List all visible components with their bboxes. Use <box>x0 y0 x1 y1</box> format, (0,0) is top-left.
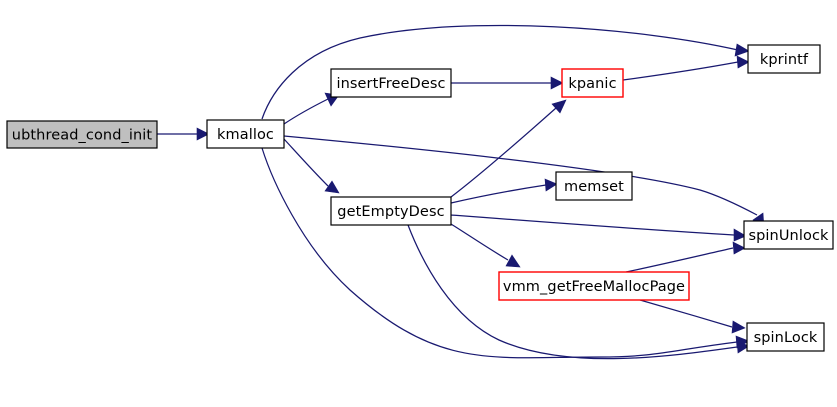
edge-line <box>450 184 547 204</box>
node-box[interactable] <box>747 44 821 74</box>
node-box[interactable] <box>6 120 158 149</box>
arrowhead-icon <box>551 99 567 114</box>
node-label: ubthread_cond_init <box>12 128 153 144</box>
edge-getEmptyDesc-to-spinUnlock <box>450 214 747 242</box>
arrowhead-icon <box>505 254 521 268</box>
edge-insertFreeDesc-to-kpanic <box>451 76 564 90</box>
graph-node-vmm_getFreeMallocPage[interactable]: vmm_getFreeMallocPage <box>498 271 690 301</box>
arrowhead-icon <box>731 320 746 334</box>
graph-node-spinLock[interactable]: spinLock <box>746 322 825 352</box>
edge-getEmptyDesc-to-memset <box>450 178 558 204</box>
arrowhead-icon <box>734 43 750 57</box>
edge-vmm_getFreeMallocPage-to-spinLock <box>639 299 746 334</box>
node-box[interactable] <box>330 68 452 98</box>
edge-getEmptyDesc-to-spinLock <box>407 224 750 360</box>
edge-line <box>450 223 509 261</box>
graph-node-memset[interactable]: memset <box>555 171 633 201</box>
graph-node-kprintf[interactable]: kprintf <box>747 44 821 74</box>
graph-node-insertFreeDesc[interactable]: insertFreeDesc <box>330 68 452 98</box>
node-label: kprintf <box>760 52 809 68</box>
edge-line <box>625 247 734 273</box>
edge-line <box>261 24 739 120</box>
edge-line <box>450 107 557 198</box>
edge-line <box>450 214 735 236</box>
arrowhead-icon <box>736 55 750 69</box>
edge-line <box>261 147 738 359</box>
node-label: insertFreeDesc <box>336 76 445 92</box>
edge-line <box>639 299 733 328</box>
graph-node-kpanic[interactable]: kpanic <box>561 68 624 98</box>
node-label: getEmptyDesc <box>337 204 444 220</box>
node-box[interactable] <box>555 171 633 201</box>
arrowhead-icon <box>550 76 564 90</box>
node-label: spinLock <box>754 330 818 346</box>
edge-line <box>283 138 329 187</box>
node-label: vmm_getFreeMallocPage <box>503 279 685 295</box>
arrowhead-icon <box>196 127 210 141</box>
node-label: spinUnlock <box>748 228 829 244</box>
edge-kmalloc-to-spinLock <box>261 147 750 359</box>
edge-line <box>622 61 739 81</box>
edge-kpanic-to-kprintf <box>622 55 750 81</box>
node-box[interactable] <box>330 196 452 226</box>
edge-line <box>283 98 329 125</box>
node-box[interactable] <box>561 68 624 98</box>
graph-node-ubthread_cond_init[interactable]: ubthread_cond_init <box>6 120 158 149</box>
node-box[interactable] <box>743 220 834 250</box>
arrowhead-icon <box>733 228 747 242</box>
node-label: memset <box>564 179 624 195</box>
edge-kmalloc-to-insertFreeDesc <box>283 92 340 125</box>
nodes-layer: ubthread_cond_init kmalloc insertFreeDesc k… <box>6 44 834 352</box>
node-label: kpanic <box>568 76 616 92</box>
node-box[interactable] <box>498 271 690 301</box>
edge-kmalloc-to-getEmptyDesc <box>283 138 340 194</box>
edge-vmm_getFreeMallocPage-to-spinUnlock <box>625 241 746 273</box>
edge-getEmptyDesc-to-vmm_getFreeMallocPage <box>450 223 521 268</box>
arrowhead-icon <box>324 180 340 194</box>
arrowhead-icon <box>544 178 558 192</box>
graph-node-spinUnlock[interactable]: spinUnlock <box>743 220 834 250</box>
edge-getEmptyDesc-to-kpanic <box>450 99 567 198</box>
node-box[interactable] <box>746 322 825 352</box>
arrowhead-icon <box>736 340 750 354</box>
graph-node-kmalloc[interactable]: kmalloc <box>206 119 285 149</box>
node-box[interactable] <box>206 119 285 149</box>
graph-node-getEmptyDesc[interactable]: getEmptyDesc <box>330 196 452 226</box>
edge-ubthread_cond_init-to-kmalloc <box>157 127 210 141</box>
arrowhead-icon <box>732 241 746 255</box>
edge-kmalloc-to-kprintf <box>261 24 750 120</box>
node-label: kmalloc <box>217 127 274 143</box>
edges-layer <box>157 24 765 360</box>
edge-line <box>407 224 738 360</box>
